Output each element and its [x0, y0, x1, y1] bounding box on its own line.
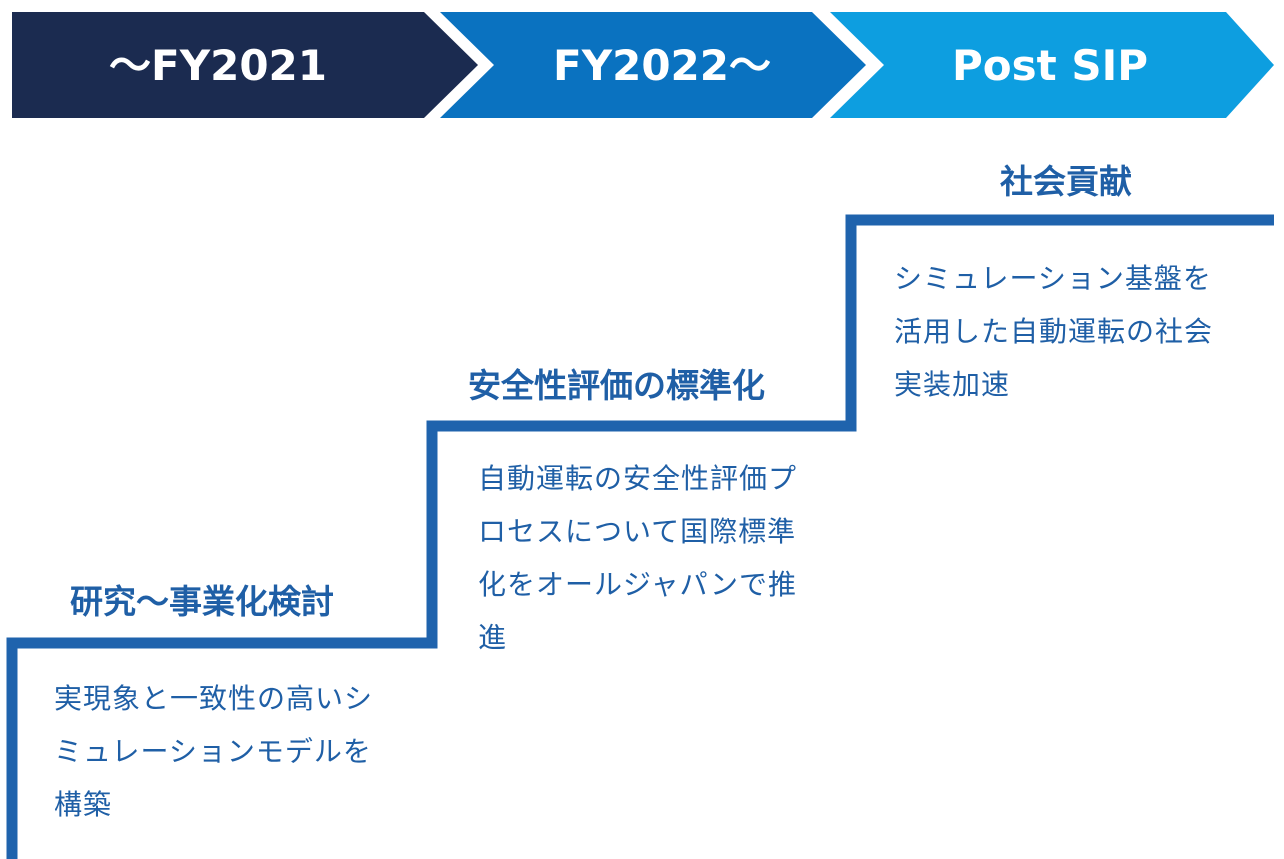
phase-chevrons	[12, 12, 1274, 118]
phase-3-label: Post SIP	[952, 41, 1148, 90]
phase-1-label: 〜FY2021	[109, 41, 327, 90]
step-3-line: シミュレーション基盤を	[894, 262, 1212, 295]
step-3-line: 活用した自動運転の社会	[894, 315, 1214, 348]
step-1-line: 実現象と一致性の高いシ	[54, 682, 374, 715]
phase-2-label: FY2022〜	[553, 41, 771, 90]
step-2-line: 進	[478, 621, 508, 654]
step-2-line: ロセスについて国際標準	[478, 515, 797, 548]
step-1-line: 構築	[54, 788, 113, 821]
phase-2-chevron	[440, 12, 866, 118]
step-2-line: 化をオールジャパンで推	[478, 568, 798, 601]
step-1-line: ミュレーションモデルを	[54, 735, 372, 768]
step-3-title: 社会貢献	[1000, 162, 1132, 201]
phase-3-chevron	[830, 12, 1274, 118]
step-3-line: 実装加速	[894, 368, 1011, 401]
staircase-line	[6, 214, 1274, 859]
step-2-title: 安全性評価の標準化	[468, 366, 765, 405]
phase-1-chevron	[12, 12, 478, 118]
step-2-line: 自動運転の安全性評価プ	[478, 462, 798, 495]
step-1-title: 研究〜事業化検討	[70, 582, 334, 621]
step-1-description: 実現象と一致性の高いシ ミュレーションモデルを 構築	[54, 672, 434, 831]
step-2-description: 自動運転の安全性評価プ ロセスについて国際標準 化をオールジャパンで推 進	[478, 452, 858, 664]
step-3-description: シミュレーション基盤を 活用した自動運転の社会 実装加速	[894, 252, 1279, 411]
staircase	[6, 214, 1274, 859]
